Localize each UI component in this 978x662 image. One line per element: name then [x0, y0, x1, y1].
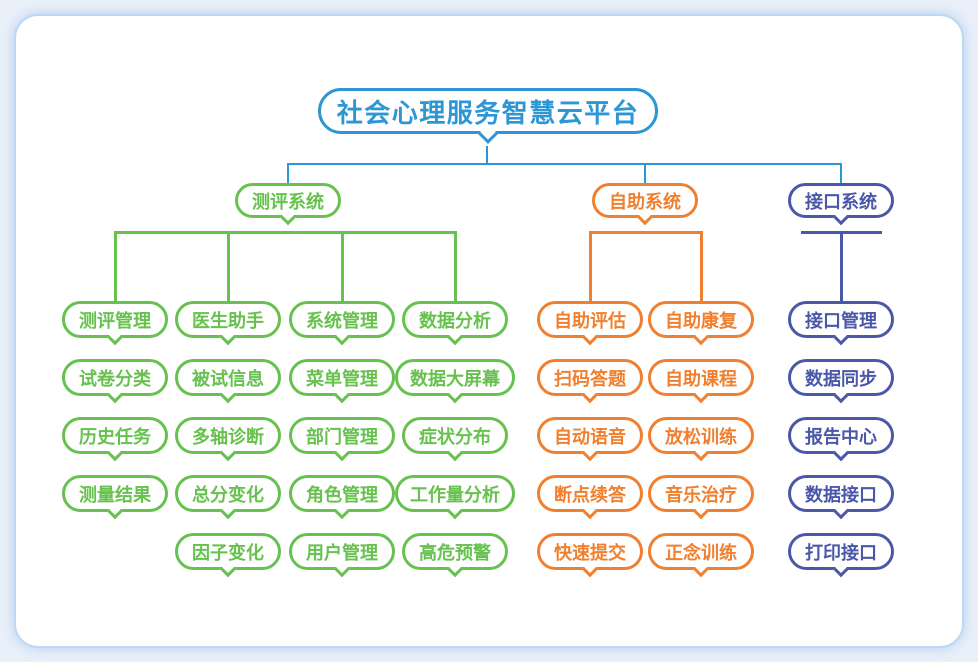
- platform-title-pill: 社会心理服务智慧云平台: [318, 88, 658, 144]
- node-pill: 工作量分析: [395, 475, 515, 519]
- node-pill: 数据接口: [788, 475, 894, 519]
- sub-bar-line: [588, 231, 703, 234]
- node-label: 自动语音: [554, 426, 626, 447]
- top-bar-line: [287, 163, 842, 165]
- node-pill: 扫码答题: [537, 359, 643, 403]
- column-drop-line: [340, 231, 344, 302]
- node-pill: 音乐治疗: [648, 475, 754, 519]
- node-label: 自助课程: [665, 368, 737, 389]
- system-pill-selfservice: 自助系统: [592, 183, 698, 225]
- sub-bar-line: [113, 231, 457, 234]
- node-label: 高危预警: [419, 542, 491, 563]
- node-pill: 报告中心: [788, 417, 894, 461]
- platform-title: 社会心理服务智慧云平台: [336, 97, 640, 128]
- node-label: 扫码答题: [554, 368, 626, 389]
- node-pill: 数据分析: [402, 301, 508, 345]
- node-label: 自助系统: [609, 191, 681, 212]
- system-pill-assessment: 测评系统: [235, 183, 341, 225]
- node-label: 工作量分析: [410, 484, 500, 505]
- node-label: 医生助手: [192, 310, 264, 331]
- node-pill: 多轴诊断: [175, 417, 281, 461]
- node-pill: 部门管理: [289, 417, 395, 461]
- node-label: 测评管理: [79, 310, 151, 331]
- node-pill: 测评管理: [62, 301, 168, 345]
- column-drop-line: [113, 231, 117, 302]
- node-label: 打印接口: [805, 542, 877, 563]
- node-label: 菜单管理: [306, 368, 378, 389]
- node-label: 自助康复: [665, 310, 737, 331]
- node-label: 因子变化: [192, 542, 264, 563]
- node-pill: 历史任务: [62, 417, 168, 461]
- node-label: 接口系统: [805, 191, 877, 212]
- node-pill: 被试信息: [175, 359, 281, 403]
- node-label: 数据同步: [805, 368, 877, 389]
- node-label: 正念训练: [665, 542, 737, 563]
- node-label: 音乐治疗: [665, 484, 737, 505]
- node-label: 数据接口: [805, 484, 877, 505]
- node-label: 总分变化: [192, 484, 264, 505]
- column-drop-line: [839, 231, 843, 302]
- node-pill: 总分变化: [175, 475, 281, 519]
- system-pill-interface: 接口系统: [788, 183, 894, 225]
- node-pill: 医生助手: [175, 301, 281, 345]
- node-label: 多轴诊断: [192, 426, 264, 447]
- node-label: 角色管理: [306, 484, 378, 505]
- node-pill: 打印接口: [788, 533, 894, 577]
- node-label: 快速提交: [554, 542, 626, 563]
- node-pill: 角色管理: [289, 475, 395, 519]
- node-label: 断点续答: [554, 484, 626, 505]
- column-drop-line: [699, 231, 703, 302]
- node-label: 历史任务: [79, 426, 151, 447]
- node-pill: 高危预警: [402, 533, 508, 577]
- node-pill: 症状分布: [402, 417, 508, 461]
- node-label: 试卷分类: [79, 368, 151, 389]
- node-pill: 自助课程: [648, 359, 754, 403]
- node-pill: 自动语音: [537, 417, 643, 461]
- node-label: 数据分析: [419, 310, 491, 331]
- node-label: 放松训练: [665, 426, 737, 447]
- node-label: 接口管理: [805, 310, 877, 331]
- title-stem-line: [486, 146, 488, 164]
- node-label: 被试信息: [192, 368, 264, 389]
- node-label: 数据大屏幕: [410, 368, 500, 389]
- header-drop-line: [840, 163, 842, 184]
- node-pill: 快速提交: [537, 533, 643, 577]
- node-pill: 试卷分类: [62, 359, 168, 403]
- node-pill: 放松训练: [648, 417, 754, 461]
- node-pill: 数据大屏幕: [395, 359, 515, 403]
- node-label: 部门管理: [306, 426, 378, 447]
- node-label: 测量结果: [79, 484, 151, 505]
- node-label: 症状分布: [419, 426, 491, 447]
- node-label: 测评系统: [252, 191, 324, 212]
- node-pill: 用户管理: [289, 533, 395, 577]
- node-label: 系统管理: [306, 310, 378, 331]
- column-drop-line: [226, 231, 230, 302]
- node-pill: 系统管理: [289, 301, 395, 345]
- node-pill: 数据同步: [788, 359, 894, 403]
- node-pill: 自助评估: [537, 301, 643, 345]
- node-pill: 测量结果: [62, 475, 168, 519]
- header-drop-line: [287, 163, 289, 184]
- node-pill: 菜单管理: [289, 359, 395, 403]
- node-label: 用户管理: [306, 542, 378, 563]
- node-pill: 自助康复: [648, 301, 754, 345]
- node-pill: 断点续答: [537, 475, 643, 519]
- header-drop-line: [644, 163, 646, 184]
- node-label: 自助评估: [554, 310, 626, 331]
- node-pill: 接口管理: [788, 301, 894, 345]
- column-drop-line: [588, 231, 592, 302]
- column-drop-line: [453, 231, 457, 302]
- node-pill: 正念训练: [648, 533, 754, 577]
- node-pill: 因子变化: [175, 533, 281, 577]
- node-label: 报告中心: [805, 426, 877, 447]
